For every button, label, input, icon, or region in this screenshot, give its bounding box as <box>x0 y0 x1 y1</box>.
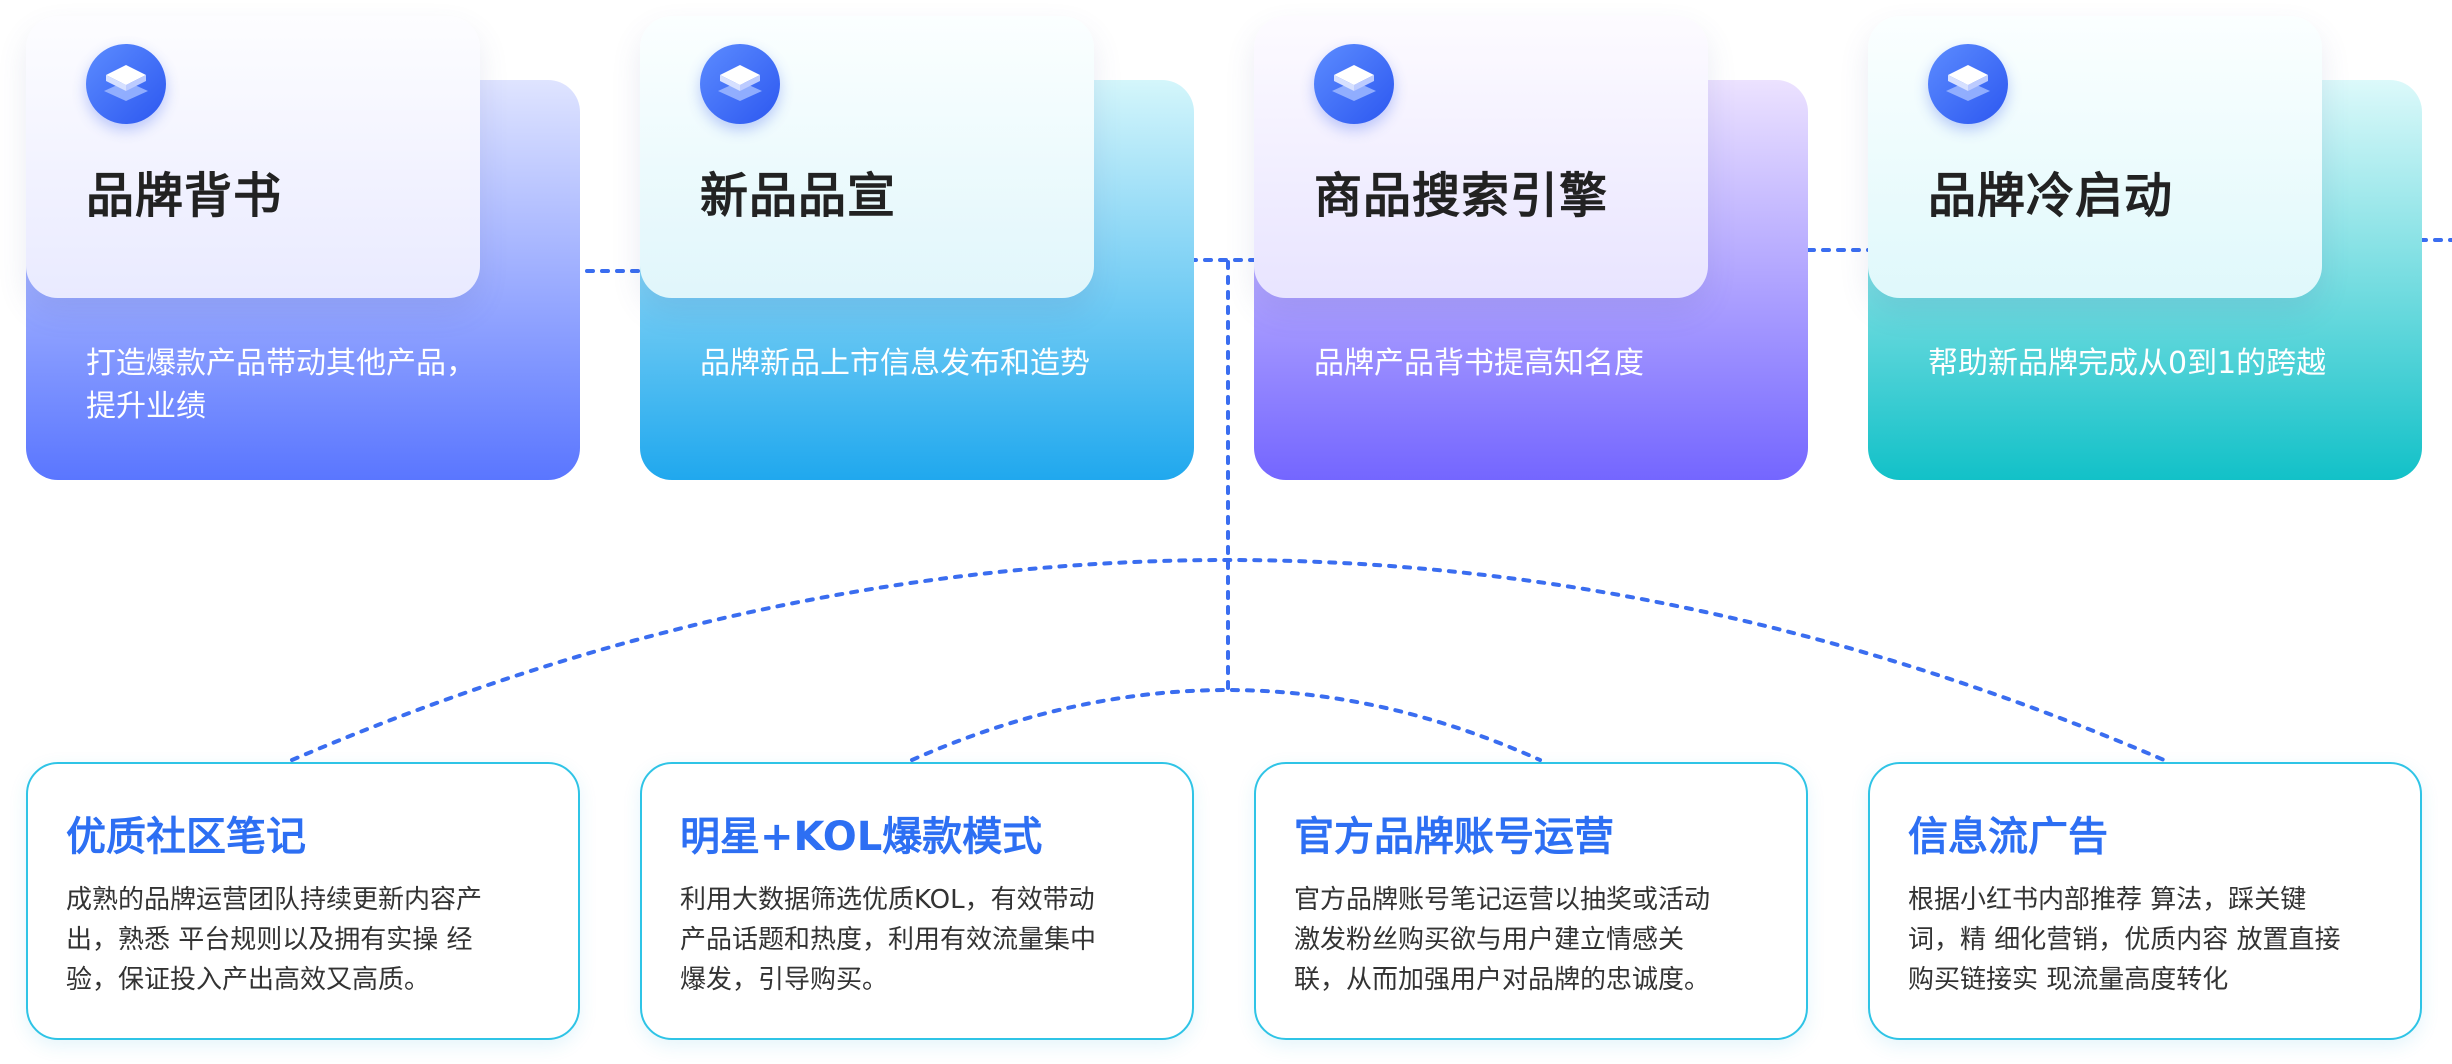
feature-card-new-product-promo: 新品品宣 品牌新品上市信息发布和造势 <box>640 16 1194 480</box>
method-desc-line: 根据小红书内部推荐 算法，踩关键 <box>1908 885 2307 915</box>
feature-description: 品牌新品上市信息发布和造势 <box>700 342 1140 385</box>
method-desc-line: 成熟的品牌运营团队持续更新内容产 <box>66 885 483 915</box>
feature-title: 品牌冷启动 <box>1928 168 2174 224</box>
feature-title: 商品搜索引擎 <box>1314 168 1609 224</box>
layers-icon <box>1928 44 2008 124</box>
method-desc-line: 爆发，引导购买。 <box>680 965 889 995</box>
feature-description: 帮助新品牌完成从0到1的跨越 <box>1928 342 2368 385</box>
method-desc-line: 词，精 细化营销，优质内容 放置直接 <box>1908 925 2341 955</box>
feature-card-front: 商品搜索引擎 <box>1254 16 1708 298</box>
method-card-community-notes: 优质社区笔记 成熟的品牌运营团队持续更新内容产 出，熟悉 平台规则以及拥有实操 … <box>26 762 580 1040</box>
method-description: 利用大数据筛选优质KOL，有效带动 产品话题和热度，利用有效流量集中 爆发，引导… <box>680 880 1160 1000</box>
method-title: 明星+KOL爆款模式 <box>680 814 1043 860</box>
method-title: 官方品牌账号运营 <box>1294 814 1614 860</box>
method-desc-line: 利用大数据筛选优质KOL，有效带动 <box>680 885 1095 915</box>
feature-card-front: 品牌背书 <box>26 16 480 298</box>
layers-icon <box>86 44 166 124</box>
feature-desc-line: 打造爆款产品带动其他产品， <box>86 346 476 381</box>
method-card-feed-ads: 信息流广告 根据小红书内部推荐 算法，踩关键 词，精 细化营销，优质内容 放置直… <box>1868 762 2422 1040</box>
feature-card-front: 品牌冷启动 <box>1868 16 2322 298</box>
feature-card-brand-cold-start: 品牌冷启动 帮助新品牌完成从0到1的跨越 <box>1868 16 2422 480</box>
feature-card-brand-endorsement: 品牌背书 打造爆款产品带动其他产品， 提升业绩 <box>26 16 580 480</box>
method-description: 根据小红书内部推荐 算法，踩关键 词，精 细化营销，优质内容 放置直接 购买链接… <box>1908 880 2388 1000</box>
method-desc-line: 官方品牌账号笔记运营以抽奖或活动 <box>1294 885 1711 915</box>
layers-icon <box>700 44 780 124</box>
layers-icon <box>1314 44 1394 124</box>
method-desc-line: 产品话题和热度，利用有效流量集中 <box>680 925 1097 955</box>
method-card-celebrity-kol: 明星+KOL爆款模式 利用大数据筛选优质KOL，有效带动 产品话题和热度，利用有… <box>640 762 1194 1040</box>
method-desc-line: 购买链接实 现流量高度转化 <box>1908 965 2229 995</box>
method-title: 优质社区笔记 <box>66 814 306 860</box>
feature-card-product-search-engine: 商品搜索引擎 品牌产品背书提高知名度 <box>1254 16 1808 480</box>
method-card-official-account: 官方品牌账号运营 官方品牌账号笔记运营以抽奖或活动 激发粉丝购买欲与用户建立情感… <box>1254 762 1808 1040</box>
feature-card-front: 新品品宣 <box>640 16 1094 298</box>
method-title: 信息流广告 <box>1908 814 2108 860</box>
feature-title: 品牌背书 <box>86 168 283 224</box>
method-desc-line: 出，熟悉 平台规则以及拥有实操 经 <box>66 925 473 955</box>
method-desc-line: 激发粉丝购买欲与用户建立情感关 <box>1294 925 1685 955</box>
feature-description: 品牌产品背书提高知名度 <box>1314 342 1754 385</box>
feature-description: 打造爆款产品带动其他产品， 提升业绩 <box>86 342 526 428</box>
feature-desc-line: 帮助新品牌完成从0到1的跨越 <box>1928 346 2327 381</box>
feature-title: 新品品宣 <box>700 168 897 224</box>
method-desc-line: 验，保证投入产出高效又高质。 <box>66 965 431 995</box>
feature-desc-line: 提升业绩 <box>86 389 206 424</box>
method-desc-line: 联，从而加强用户对品牌的忠诚度。 <box>1294 965 1711 995</box>
method-description: 官方品牌账号笔记运营以抽奖或活动 激发粉丝购买欲与用户建立情感关 联，从而加强用… <box>1294 880 1774 1000</box>
feature-desc-line: 品牌产品背书提高知名度 <box>1314 346 1644 381</box>
method-description: 成熟的品牌运营团队持续更新内容产 出，熟悉 平台规则以及拥有实操 经 验，保证投… <box>66 880 546 1000</box>
feature-desc-line: 品牌新品上市信息发布和造势 <box>700 346 1090 381</box>
